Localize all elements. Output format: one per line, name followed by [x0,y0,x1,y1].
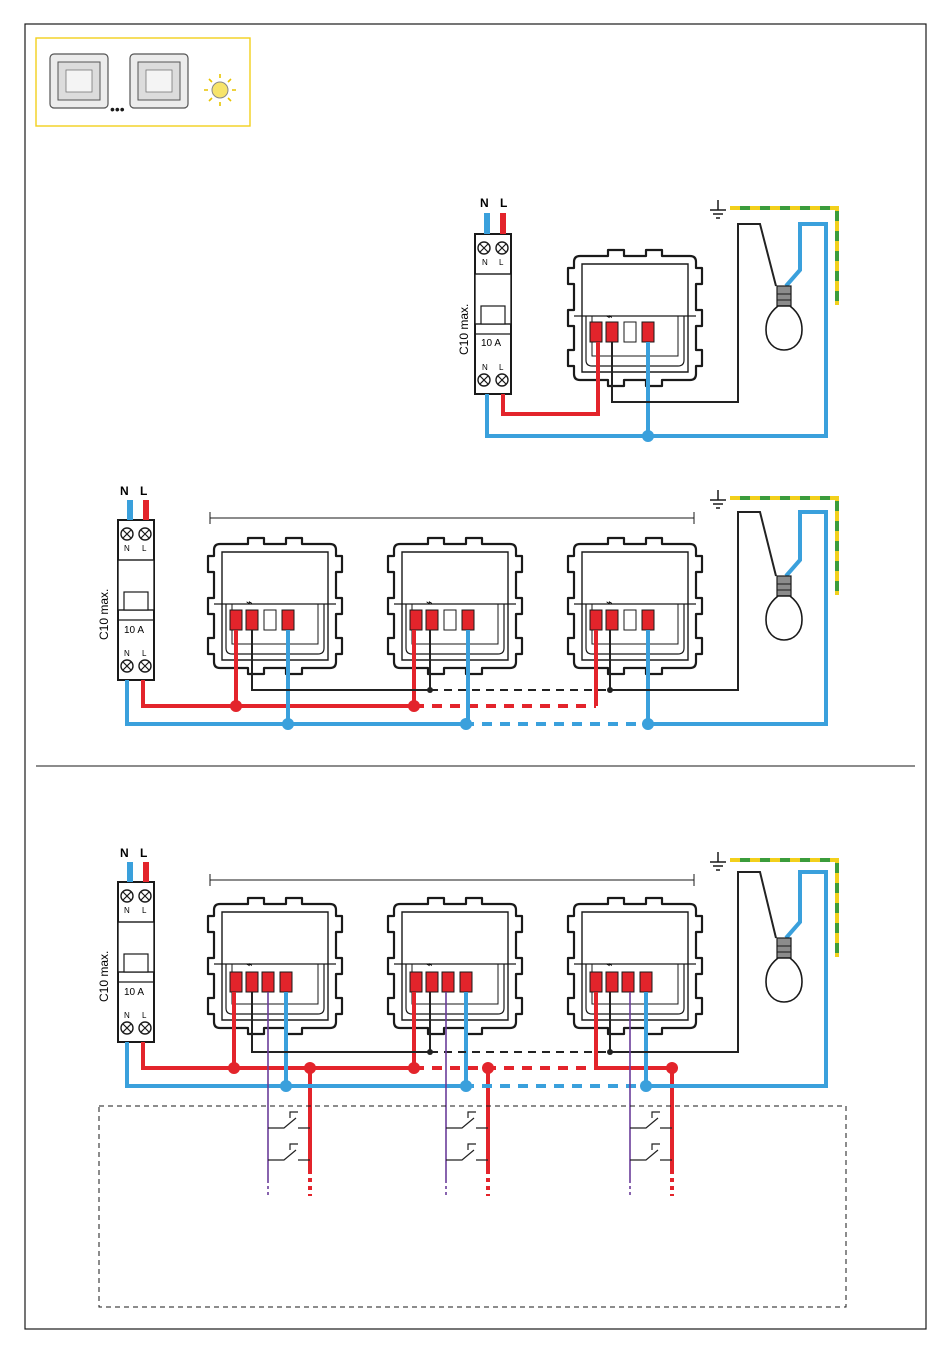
switch-symbol: ⌁ [426,959,433,971]
mechanism-module [388,538,522,674]
svg-text:•••: ••• [110,101,125,117]
diagram-multi: N L N L N L 10 A C10 max. ⌁ ⌁ ⌁ [97,484,837,730]
earth-symbol-icon [710,490,726,508]
breaker-n-small: N [124,544,130,553]
pushbutton-area [99,1106,846,1307]
breaker-n-small-bottom: N [482,363,488,372]
breaker-n-small-bottom: N [124,649,130,658]
mechanism-module [568,538,702,674]
switch-symbol: ⌁ [246,959,253,971]
switch-symbol: ⌁ [606,597,613,609]
mechanism-module [568,250,702,386]
breaker-l-label: L [140,846,147,860]
breaker-l-label: L [500,196,507,210]
breaker-icon [475,234,511,394]
legend-box: ••• [36,38,250,126]
mechanism-module [208,898,342,1034]
breaker-l-small-bottom: L [499,363,504,372]
switch-symbol: ⌁ [606,311,613,323]
pushbutton-group [268,1112,672,1160]
breaker-l-small-bottom: L [142,649,147,658]
switch-module-icon [130,54,188,108]
mechanism-module [208,538,342,674]
breaker-l-small: L [142,544,147,553]
bulb-icon [766,576,802,640]
breaker-l-small-bottom: L [142,1011,147,1020]
breaker-rating: 10 A [481,338,501,349]
switch-module-icon [50,54,108,108]
breaker-n-label: N [120,484,129,498]
breaker-max-text: C10 max. [457,304,471,355]
mechanism-module [388,898,522,1034]
breaker-n-label: N [480,196,489,210]
breaker-l-small: L [142,906,147,915]
page-frame [25,24,926,1329]
breaker-n-label: N [120,846,129,860]
earth-symbol-icon [710,852,726,870]
breaker-max-text: C10 max. [97,951,111,1002]
switch-symbol: ⌁ [246,597,253,609]
breaker-l-small: L [499,258,504,267]
earth-symbol-icon [710,200,726,218]
breaker-max-text: C10 max. [97,589,111,640]
breaker-l-label: L [140,484,147,498]
diagram-single: N L N L N L 10 A C10 max. ⌁ [457,196,837,442]
breaker-n-small: N [482,258,488,267]
breaker-n-small: N [124,906,130,915]
mechanism-module [568,898,702,1034]
breaker-n-small-bottom: N [124,1011,130,1020]
switch-symbol: ⌁ [426,597,433,609]
switch-symbol: ⌁ [606,959,613,971]
bulb-icon [204,74,236,106]
breaker-rating: 10 A [124,625,144,636]
diagram-multi-pushbuttons: N L N L N L 10 A C10 max. ⌁ ⌁ ⌁ [97,846,846,1307]
bulb-icon [766,286,802,350]
bulb-icon [766,938,802,1002]
breaker-rating: 10 A [124,987,144,998]
